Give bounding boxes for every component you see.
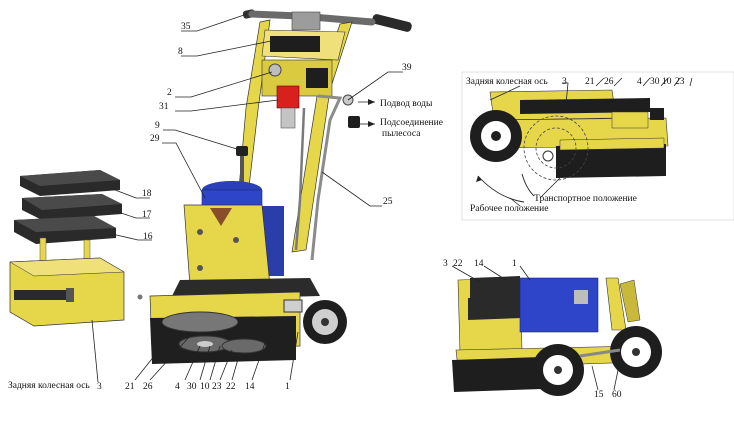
grinding-discs [161, 311, 267, 354]
vacuum-label-1: Подсоединение [380, 118, 443, 128]
rear-housing [9, 237, 143, 327]
handle-bar [242, 9, 412, 32]
inset-top-callout-23: 23 [675, 77, 685, 87]
callout-10: 10 [200, 382, 210, 392]
water-pipe [310, 94, 343, 261]
callout-23: 23 [212, 382, 222, 392]
callout-21: 21 [125, 382, 135, 392]
inset-bottom-callout-3: 3 [443, 259, 448, 269]
callout-9: 9 [155, 121, 160, 131]
inset-bottom-callout-60: 60 [612, 390, 622, 400]
callout-26: 26 [143, 382, 153, 392]
transport-position-label: Транспортное положение [534, 194, 637, 204]
callout-29: 29 [150, 134, 160, 144]
adjust-knob [236, 146, 248, 192]
inset-bottom-labels: 3 22 14 1 15 60 [443, 259, 622, 400]
inset-top [461, 71, 734, 221]
callout-1: 1 [285, 382, 290, 392]
water-valve [276, 85, 300, 129]
callout-16: 16 [143, 232, 153, 242]
callout-18: 18 [142, 189, 152, 199]
callout-25: 25 [383, 197, 393, 207]
inset-top-callout-3: 3 [562, 77, 567, 87]
callout-31: 31 [159, 102, 169, 112]
rear-axle-label-inset: Задняя колесная ось [466, 77, 548, 87]
main-callouts: 35 8 2 31 9 29 39 25 18 17 16 3 21 26 4 … [97, 22, 412, 392]
inset-top-callout-10: 10 [662, 77, 672, 87]
callout-3: 3 [97, 382, 102, 392]
counterweights [14, 170, 122, 244]
inset-bottom-callout-14: 14 [474, 259, 484, 269]
callout-35: 35 [181, 22, 191, 32]
callout-30: 30 [187, 382, 197, 392]
inset-top-callout-21: 21 [585, 77, 595, 87]
main-machine [149, 9, 412, 364]
callout-8: 8 [178, 47, 183, 57]
callout-2: 2 [167, 88, 172, 98]
inset-bottom-callout-15: 15 [594, 390, 604, 400]
leader-lines [91, 13, 403, 383]
inset-top-callout-30: 30 [650, 77, 660, 87]
callout-39: 39 [402, 63, 412, 73]
inset-top-labels: Задняя колесная ось 3 21 26 4 30 10 23 Т… [466, 77, 685, 214]
rear-wheel [303, 300, 347, 344]
callout-14: 14 [245, 382, 255, 392]
callout-4: 4 [175, 382, 180, 392]
inset-bottom-callout-1: 1 [512, 259, 517, 269]
inset-top-callout-26: 26 [604, 77, 614, 87]
callout-22: 22 [226, 382, 236, 392]
inset-bottom-callout-22: 22 [453, 259, 463, 269]
callout-17: 17 [142, 210, 152, 220]
connection-labels: Подвод воды Подсоединение пылесоса Задня… [8, 99, 443, 391]
rear-axle-label-main: Задняя колесная ось [8, 381, 90, 391]
water-supply-label: Подвод воды [380, 99, 433, 109]
inset-top-callout-4: 4 [637, 77, 642, 87]
inset-bottom [451, 265, 662, 396]
working-position-label: Рабочее положение [470, 203, 548, 214]
vacuum-label-2: пылесоса [382, 129, 421, 139]
